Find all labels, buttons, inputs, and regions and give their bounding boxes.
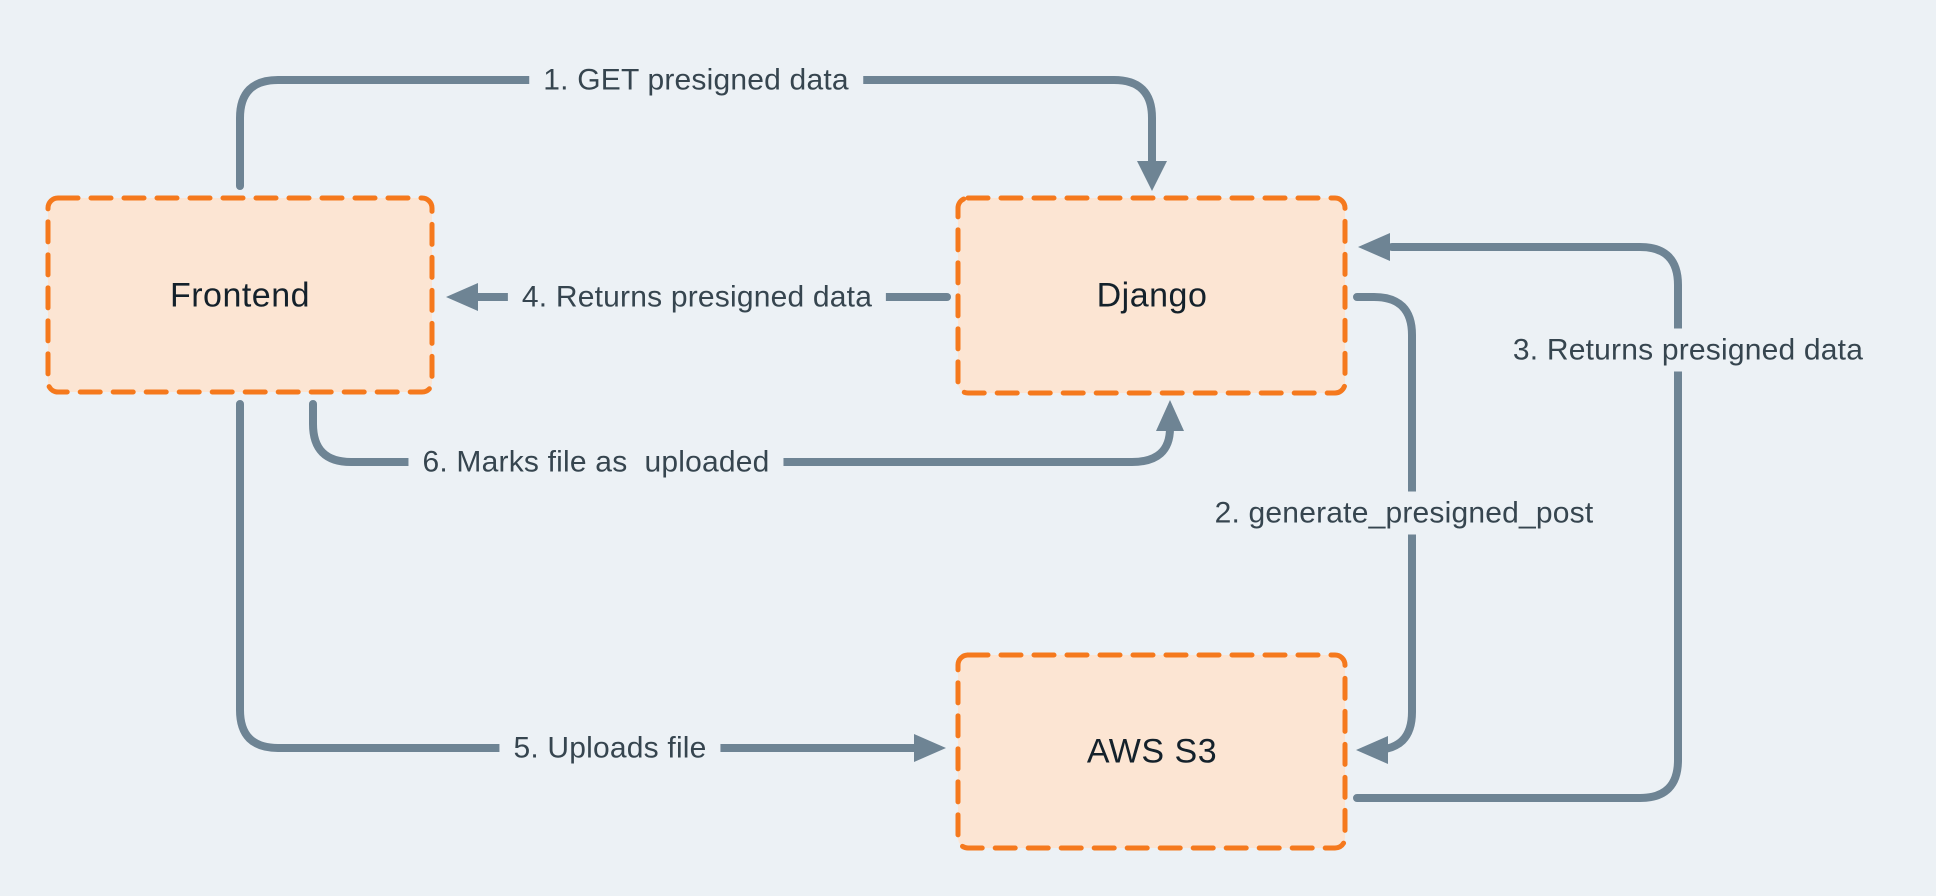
edge-returns-presigned-data-to-frontend-arrowhead bbox=[446, 283, 478, 311]
edge-uploads-file-line bbox=[236, 400, 918, 752]
edge-get-presigned-data-arrowhead bbox=[1137, 161, 1167, 191]
edge-marks-file-uploaded-arrowhead bbox=[1156, 400, 1184, 431]
edge-label-uploads-file: 5. Uploads file bbox=[499, 726, 721, 770]
node-django-box bbox=[955, 195, 1348, 396]
edge-label-generate-presigned-post: 2. generate_presigned_post bbox=[1200, 491, 1608, 535]
node-frontend-label: Frontend bbox=[169, 276, 311, 315]
edge-marks-file-uploaded-line bbox=[309, 400, 1174, 466]
edge-label-returns-presigned-data-to-django: 3. Returns presigned data bbox=[1498, 328, 1878, 372]
edge-label-get-presigned-data: 1. GET presigned data bbox=[529, 58, 863, 102]
edge-label-returns-presigned-data-to-frontend: 4. Returns presigned data bbox=[507, 275, 887, 319]
edge-uploads-file-arrowhead bbox=[914, 734, 946, 762]
node-aws-s3-box bbox=[955, 652, 1348, 851]
edge-returns-presigned-data-to-django-arrowhead bbox=[1358, 233, 1390, 261]
edge-generate-presigned-post-line bbox=[1353, 293, 1416, 754]
edge-label-marks-file-uploaded: 6. Marks file as uploaded bbox=[408, 440, 784, 484]
node-django-label: Django bbox=[1096, 276, 1208, 315]
node-aws-s3-label: AWS S3 bbox=[1086, 732, 1218, 771]
edge-returns-presigned-data-to-django-line bbox=[1353, 243, 1682, 802]
edge-generate-presigned-post-arrowhead bbox=[1356, 736, 1388, 764]
node-frontend-box bbox=[45, 195, 435, 395]
